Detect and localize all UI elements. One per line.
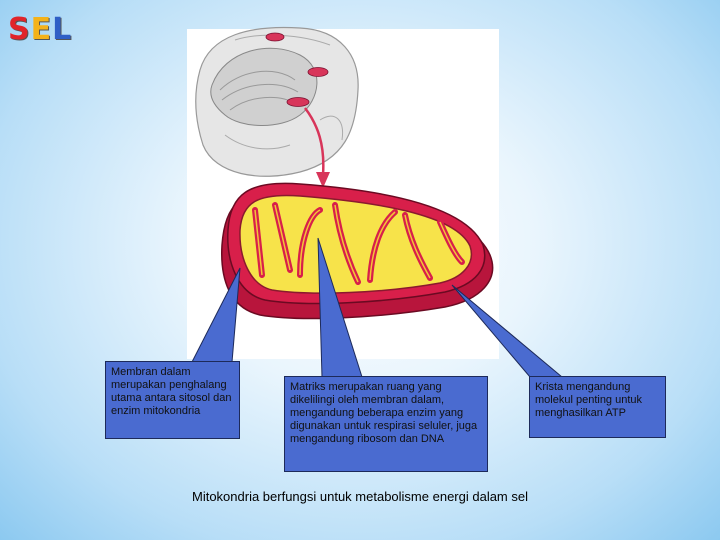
callout-inner-membrane: Membran dalam merupakan penghalang utama… <box>105 361 240 439</box>
mitochondrion-small-1 <box>266 33 284 41</box>
pointer-cristae <box>452 285 562 377</box>
mitochondrion-large <box>222 183 493 318</box>
pointer-inner-membrane <box>192 268 240 362</box>
figure-caption: Mitokondria berfungsi untuk metabolisme … <box>0 489 720 504</box>
callout-matrix: Matriks merupakan ruang yang dikelilingi… <box>284 376 488 472</box>
mitochondrion-small-3 <box>287 98 309 107</box>
mitochondrion-small-2 <box>308 68 328 77</box>
cell-illustration <box>196 27 358 188</box>
callout-cristae: Krista mengandung molekul penting untuk … <box>529 376 666 438</box>
